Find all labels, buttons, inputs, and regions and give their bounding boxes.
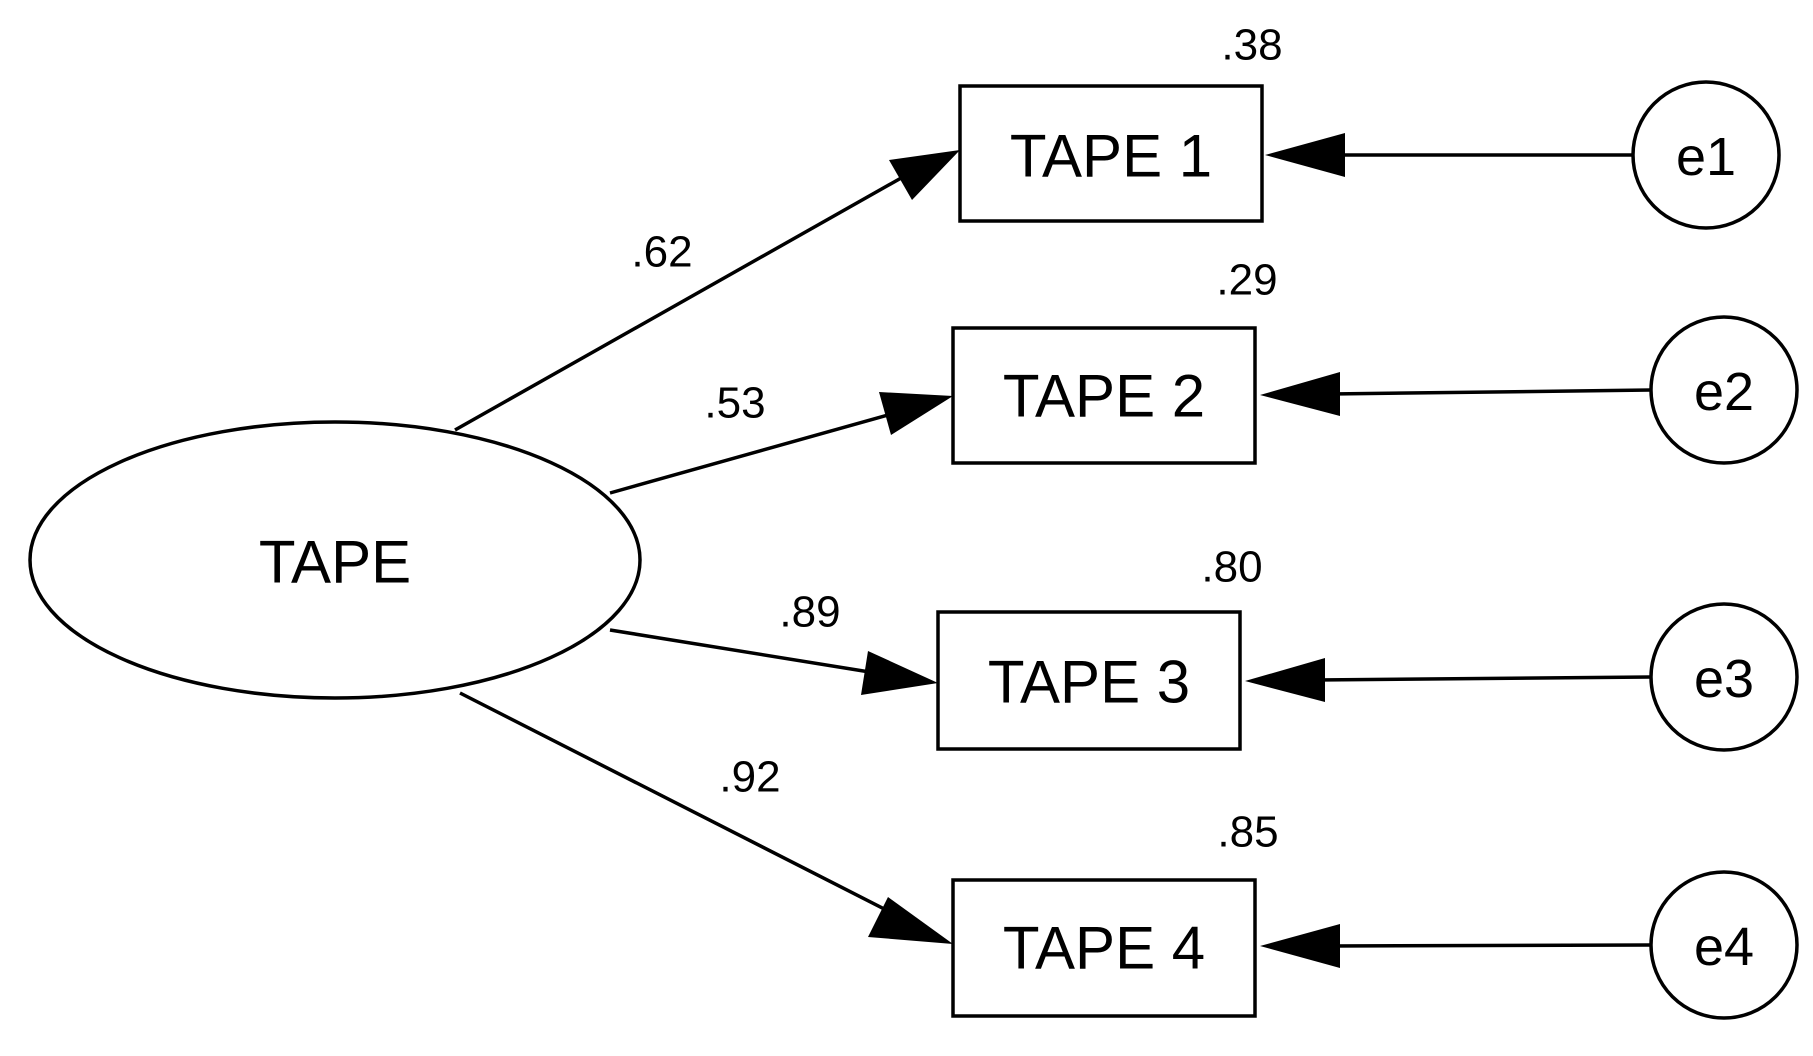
arrowhead-tape4	[868, 897, 953, 944]
error-term-4: e4	[1649, 870, 1799, 1020]
path-e2-to-tape2	[1329, 388, 1652, 396]
arrowhead-tape3	[861, 651, 938, 695]
indicator-box	[958, 84, 1264, 223]
error-circle	[1649, 315, 1799, 465]
indicator-1: TAPE 1	[958, 84, 1264, 223]
r-squared-tape3: .80	[1201, 543, 1262, 592]
error-label: e1	[1676, 127, 1736, 187]
arrowhead-tape1	[889, 150, 960, 200]
indicator-box	[936, 610, 1242, 751]
path-tape-to-tape4	[459, 691, 901, 919]
indicator-box	[951, 878, 1257, 1018]
path-tape-to-tape3	[609, 628, 883, 676]
loading-labels: .62 .53 .89 .92	[631, 228, 840, 802]
indicator-label: TAPE 2	[1003, 363, 1205, 430]
error-label: e2	[1694, 362, 1754, 422]
latent-label: TAPE	[259, 529, 411, 596]
error-label: e4	[1694, 917, 1754, 977]
arrowhead-tape2	[879, 392, 953, 435]
indicator-box	[951, 326, 1257, 465]
error-paths	[1245, 133, 1652, 968]
path-tape-to-tape2	[609, 411, 896, 495]
error-circle	[1631, 80, 1781, 230]
path-tape-to-tape1	[454, 171, 911, 432]
r-squared-tape1: .38	[1221, 21, 1282, 70]
indicator-2: TAPE 2	[951, 326, 1257, 465]
loading-tape1: .62	[631, 228, 692, 277]
arrowhead-e2	[1260, 372, 1340, 416]
r-squared-tape2: .29	[1216, 256, 1277, 305]
latent-variable: TAPE	[28, 420, 642, 700]
path-e3-to-tape3	[1314, 675, 1652, 682]
error-label: e3	[1694, 649, 1754, 709]
indicator-label: TAPE 1	[1010, 123, 1212, 190]
loading-paths	[454, 150, 960, 944]
indicator-4: TAPE 4	[951, 878, 1257, 1018]
path-e4-to-tape4	[1329, 943, 1652, 948]
loading-tape4: .92	[719, 753, 780, 802]
loading-tape3: .89	[779, 588, 840, 637]
arrowhead-e3	[1245, 658, 1325, 702]
arrowhead-e1	[1265, 133, 1345, 177]
error-term-3: e3	[1649, 602, 1799, 752]
r-squared-tape4: .85	[1217, 808, 1278, 857]
r-squared-labels: .38 .29 .80 .85	[1201, 21, 1282, 857]
loading-tape2: .53	[704, 379, 765, 428]
error-circle	[1649, 602, 1799, 752]
latent-ellipse	[28, 420, 642, 700]
error-term-2: e2	[1649, 315, 1799, 465]
indicator-label: TAPE 4	[1003, 915, 1205, 982]
arrowhead-e4	[1260, 924, 1340, 968]
error-term-1: e1	[1631, 80, 1781, 230]
indicator-3: TAPE 3	[936, 610, 1242, 751]
error-circle	[1649, 870, 1799, 1020]
indicator-label: TAPE 3	[988, 649, 1190, 716]
